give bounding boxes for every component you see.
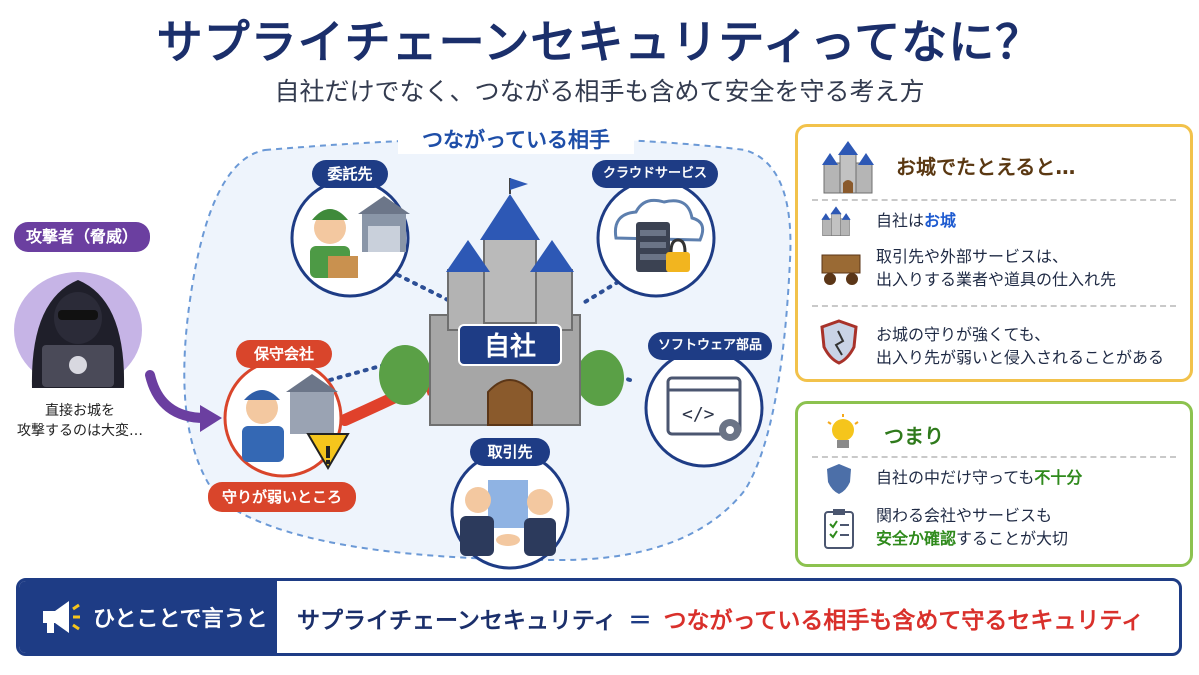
attacker-note: 直接お城を 攻撃するのは大変… <box>10 401 150 441</box>
attacker-arrowhead <box>200 405 222 432</box>
bottom-label: ひとことで言うと <box>93 607 268 632</box>
castle-panel-divider <box>812 199 1176 201</box>
bottom-definition-text: つながっている相手も含めて守るセキュリティ <box>663 608 1144 634</box>
castle-icon <box>822 141 874 194</box>
castle-row-own-company: 自社はお城 <box>876 209 956 232</box>
weak-point-label: 守りが弱いところ <box>208 482 356 512</box>
castle-row2-line2: 出入りする業者や道具の仕入れ先 <box>876 270 1117 289</box>
bottom-summary-banner: ひとことで言うと サプライチェーンセキュリティ ＝ つながっている相手も含めて守るセ… <box>16 578 1182 656</box>
own-company-label: 自社 <box>458 324 562 366</box>
attacker-illustration <box>14 272 142 388</box>
summary-row-insufficient: 自社の中だけ守っても不十分 <box>876 466 1082 489</box>
attacker-note-line1: 直接お城を <box>45 403 115 419</box>
shield-icon <box>827 464 851 494</box>
broken-shield-icon <box>820 319 858 365</box>
checklist-icon <box>824 509 854 549</box>
summary-panel-divider <box>812 456 1176 458</box>
attacker-label: 攻撃者（脅威） <box>14 222 150 252</box>
castle-row2-line1: 取引先や外部サービスは、 <box>876 247 1069 266</box>
castle-row1-highlight: お城 <box>924 211 957 230</box>
software-label: ソフトウェア部品 <box>648 332 772 360</box>
partner-label: 取引先 <box>470 438 550 466</box>
contractor-label: 委託先 <box>312 160 388 188</box>
castle-panel-divider-2 <box>812 305 1176 307</box>
contractor-illustration <box>290 178 410 298</box>
cart-icon <box>821 254 861 285</box>
summary-row-verify: 関わる会社やサービスも 安全か確認することが大切 <box>876 504 1068 550</box>
bottom-equals: ＝ <box>628 608 652 634</box>
castle-row1-prefix: 自社は <box>876 211 925 230</box>
software-illustration: </> <box>644 348 764 468</box>
summary-row1-prefix: 自社の中だけ守っても <box>876 468 1035 487</box>
bottom-term: サプライチェーンセキュリティ <box>297 608 617 634</box>
summary-panel-heading: つまり <box>884 424 944 448</box>
bottom-label-box: ひとことで言うと <box>19 581 277 653</box>
summary-row2-highlight: 安全か確認 <box>876 529 957 548</box>
connected-parties-label: つながっている相手 <box>398 124 634 154</box>
maintenance-illustration <box>223 358 350 478</box>
summary-row1-highlight: 不十分 <box>1034 468 1083 487</box>
maintenance-label: 保守会社 <box>236 340 332 368</box>
castle-row3-line1: お城の守りが強くても、 <box>876 325 1051 344</box>
lightbulb-icon <box>827 414 859 448</box>
svg-text:</>: </> <box>682 404 715 425</box>
castle-small-icon <box>821 206 851 236</box>
castle-row-warning: お城の守りが強くても、 出入り先が弱いと侵入されることがある <box>876 323 1164 369</box>
castle-row-partners: 取引先や外部サービスは、 出入りする業者や道具の仕入れ先 <box>876 245 1116 291</box>
summary-row2-line1: 関わる会社やサービスも <box>876 506 1053 525</box>
castle-row3-line2: 出入り先が弱いと侵入されることがある <box>876 348 1165 367</box>
attacker-note-line2: 攻撃するのは大変… <box>17 423 143 439</box>
cloud-service-label: クラウドサービス <box>592 160 718 188</box>
castle-panel-heading: お城でたとえると… <box>896 155 1076 179</box>
summary-panel: つまり 自社の中だけ守っても不十分 関わる会社やサービスも 安全か確認することが… <box>795 401 1193 567</box>
page-title: サプライチェーンセキュリティってなに？ <box>156 15 1043 69</box>
attacker-arrow <box>145 370 210 423</box>
castle-analogy-panel: お城でたとえると… 自社はお城 取引先や外部サービスは、 出入りする業者や道具の… <box>795 124 1193 382</box>
partner-illustration <box>450 450 570 570</box>
summary-row2-suffix: することが大切 <box>956 529 1069 548</box>
bottom-definition: サプライチェーンセキュリティ ＝ つながっている相手も含めて守るセキュリティ <box>297 601 1144 635</box>
megaphone-icon <box>43 601 80 633</box>
page-subtitle: 自社だけでなく、つながる相手も含めて安全を守る考え方 <box>274 77 925 106</box>
cloud-service-illustration <box>596 178 716 298</box>
